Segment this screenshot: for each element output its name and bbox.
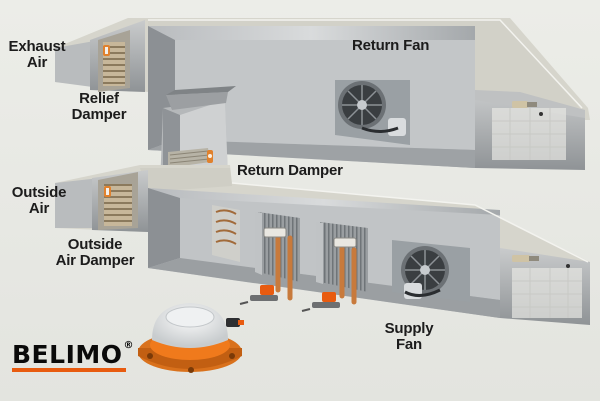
label-exhaust-air: Exhaust Air [6,39,68,71]
label-outside-air-damper-line1: Outside [67,236,123,253]
duct-sensor-supply [512,255,570,268]
label-outside-air-damper-line2: Air Damper [55,252,135,269]
label-exhaust-air-line1: Exhaust [8,38,66,55]
pressure-sensor-device [138,303,244,373]
duct-sensor-return [512,101,543,116]
label-relief-damper-line1: Relief [79,90,119,107]
label-relief-damper: Relief Damper [66,91,132,123]
outside-air-damper [98,172,138,230]
label-return-fan: Return Fan [352,37,430,54]
label-supply-fan-line1: Supply [384,320,434,337]
label-return-damper: Return Damper [237,162,343,179]
registered-mark: ® [123,340,134,351]
label-outside-air-damper: Outside Air Damper [50,237,140,269]
label-outside-air-line2: Air [28,200,50,217]
label-exhaust-air-line2: Air [26,54,48,71]
control-valve-cooling [301,292,340,312]
label-outside-air: Outside Air [8,185,70,217]
return-duct [55,18,590,170]
belimo-logo-bar [12,368,126,372]
label-supply-fan: Supply Fan [378,321,440,353]
return-fan [335,80,410,145]
control-valve-heating [239,285,278,305]
filter-bank [212,205,240,262]
label-relief-damper-line2: Damper [71,106,127,123]
belimo-logo-text: BELIMO [12,340,123,369]
relief-damper [98,30,130,92]
belimo-logo: BELIMO® [12,340,134,369]
coil-piping [263,227,357,305]
supply-fan [392,240,470,302]
label-outside-air-line1: Outside [11,184,67,201]
label-supply-fan-line2: Fan [395,336,423,353]
